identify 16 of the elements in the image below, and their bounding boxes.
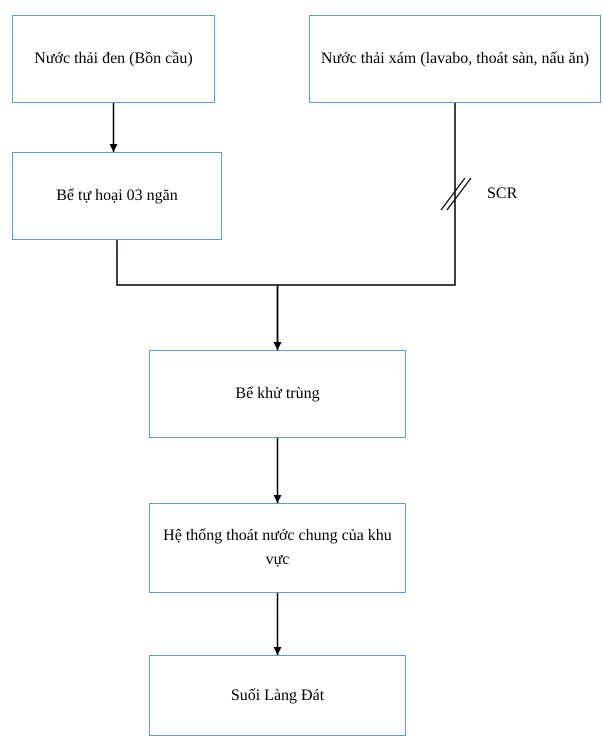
process-box xyxy=(12,15,215,103)
box-text: Bể khử trùng xyxy=(235,384,320,404)
arrow xyxy=(274,438,282,503)
process-box xyxy=(149,503,406,593)
box-text: Nước thải xám (lavabo, thoát sàn, nấu ăn) xyxy=(320,49,590,69)
box-text: Hệ thống thoát nước chung của khu vực xyxy=(162,526,393,570)
arrow xyxy=(274,103,456,350)
process-box xyxy=(309,15,601,103)
box-text: Nước thải đen (Bồn cầu) xyxy=(34,49,193,69)
arrow xyxy=(274,593,282,655)
box-text: Suối Làng Đát xyxy=(230,686,324,706)
process-box xyxy=(149,350,406,438)
box-text: Bể tự hoại 03 ngăn xyxy=(56,186,178,206)
arrow xyxy=(110,103,118,152)
process-box xyxy=(12,152,222,240)
process-box xyxy=(149,655,406,736)
